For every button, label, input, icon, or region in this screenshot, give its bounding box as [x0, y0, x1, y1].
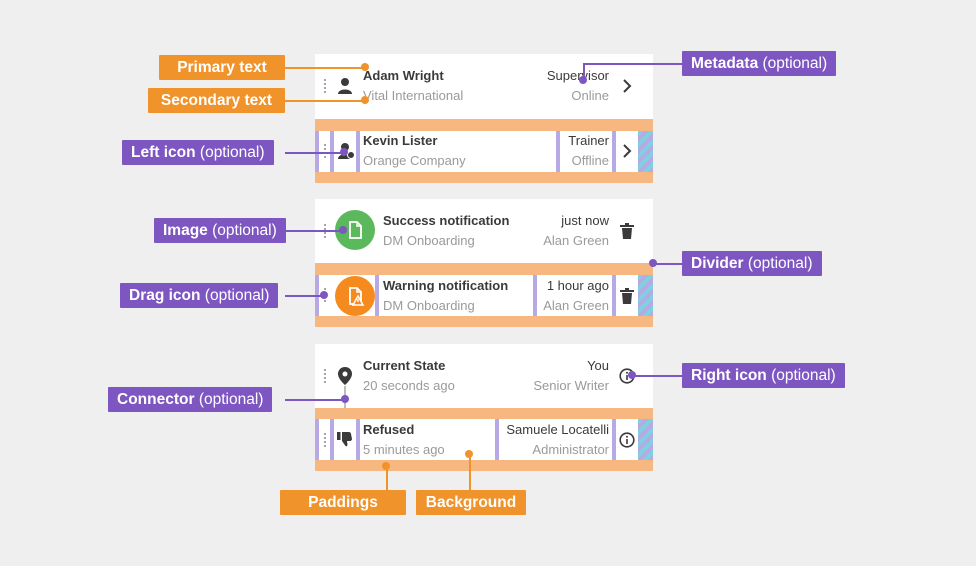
- label-metadata: Metadata (optional): [682, 51, 837, 76]
- callout-dot: [465, 450, 473, 458]
- callout-dot: [339, 226, 347, 234]
- callout-line: [469, 454, 471, 490]
- drag-handle-icon[interactable]: [324, 78, 326, 94]
- info-icon[interactable]: [619, 432, 635, 448]
- callout-dot: [361, 63, 369, 71]
- metadata-primary: Supervisor: [546, 68, 609, 83]
- callout-dot: [628, 371, 636, 379]
- callout-line: [285, 295, 325, 297]
- metadata-secondary: Online: [571, 88, 609, 103]
- label-image: Image (optional): [154, 218, 286, 243]
- metadata-primary: Samuele Locatelli: [506, 422, 609, 437]
- thumbs-down-icon: [337, 431, 353, 447]
- metadata-primary: You: [587, 358, 609, 373]
- callout-line: [653, 263, 682, 265]
- secondary-text: Vital International: [363, 88, 464, 103]
- padding-marker: [315, 131, 319, 172]
- padding-marker: [533, 275, 537, 316]
- person-icon: [337, 77, 353, 95]
- list-item[interactable]: [315, 54, 653, 119]
- drag-handle-icon[interactable]: [324, 368, 326, 384]
- primary-text: Adam Wright: [363, 68, 444, 83]
- label-left-icon: Left icon (optional): [122, 140, 274, 165]
- callout-line: [285, 100, 365, 102]
- callout-line: [632, 375, 682, 377]
- callout-line: [285, 67, 365, 69]
- callout-dot: [382, 462, 390, 470]
- chevron-right-icon[interactable]: [622, 79, 632, 93]
- label-drag-icon: Drag icon (optional): [120, 283, 279, 308]
- padding-marker: [612, 419, 616, 460]
- secondary-text: 5 minutes ago: [363, 442, 445, 457]
- primary-text: Kevin Lister: [363, 133, 438, 148]
- padding-marker: [495, 419, 499, 460]
- callout-line: [285, 230, 342, 232]
- callout-dot: [579, 76, 587, 84]
- padding-marker: [330, 419, 334, 460]
- file-icon: [349, 221, 362, 239]
- background-area: [638, 275, 653, 316]
- list-item[interactable]: [315, 131, 653, 172]
- secondary-text: DM Onboarding: [383, 233, 475, 248]
- metadata-secondary: Offline: [571, 153, 609, 168]
- callout-line: [583, 63, 682, 65]
- metadata-secondary: Senior Writer: [533, 378, 609, 393]
- list-item[interactable]: [315, 344, 653, 408]
- primary-text: Current State: [363, 358, 446, 373]
- drag-handle-icon[interactable]: [324, 143, 326, 159]
- label-divider: Divider (optional): [682, 251, 822, 276]
- metadata-primary: Trainer: [568, 133, 609, 148]
- label-connector: Connector (optional): [108, 387, 273, 412]
- label-primary-text: Primary text: [159, 55, 285, 80]
- metadata-secondary: Administrator: [532, 442, 609, 457]
- list-item[interactable]: [315, 419, 653, 460]
- metadata-primary: just now: [561, 213, 609, 228]
- trash-icon[interactable]: [620, 288, 634, 304]
- callout-line: [386, 466, 388, 490]
- background-area: [638, 131, 653, 172]
- primary-text: Refused: [363, 422, 415, 437]
- callout-dot: [340, 148, 348, 156]
- secondary-text: 20 seconds ago: [363, 378, 455, 393]
- primary-text: Warning notification: [383, 278, 509, 293]
- drag-handle-icon[interactable]: [324, 432, 326, 448]
- metadata-secondary: Alan Green: [543, 298, 609, 313]
- background-area: [638, 419, 653, 460]
- chevron-right-icon[interactable]: [622, 144, 632, 158]
- label-secondary-text: Secondary text: [148, 88, 285, 113]
- callout-line: [285, 152, 343, 154]
- file-warning-icon: [349, 287, 365, 306]
- label-background: Background: [416, 490, 526, 515]
- padding-marker: [330, 131, 334, 172]
- padding-marker: [356, 131, 360, 172]
- trash-icon[interactable]: [620, 223, 634, 239]
- callout-line: [583, 63, 585, 80]
- metadata-secondary: Alan Green: [543, 233, 609, 248]
- callout-line: [285, 399, 345, 401]
- location-pin-icon: [338, 367, 352, 385]
- secondary-text: Orange Company: [363, 153, 466, 168]
- padding-marker: [556, 131, 560, 172]
- padding-marker: [612, 275, 616, 316]
- secondary-text: DM Onboarding: [383, 298, 475, 313]
- padding-marker: [375, 275, 379, 316]
- padding-marker: [356, 419, 360, 460]
- warning-image: [335, 276, 375, 316]
- label-right-icon: Right icon (optional): [682, 363, 845, 388]
- callout-dot: [341, 395, 349, 403]
- callout-dot: [320, 291, 328, 299]
- padding-marker: [315, 419, 319, 460]
- metadata-primary: 1 hour ago: [546, 278, 609, 293]
- label-paddings: Paddings: [280, 490, 406, 515]
- padding-marker: [612, 131, 616, 172]
- callout-dot: [649, 259, 657, 267]
- callout-dot: [361, 96, 369, 104]
- primary-text: Success notification: [383, 213, 510, 228]
